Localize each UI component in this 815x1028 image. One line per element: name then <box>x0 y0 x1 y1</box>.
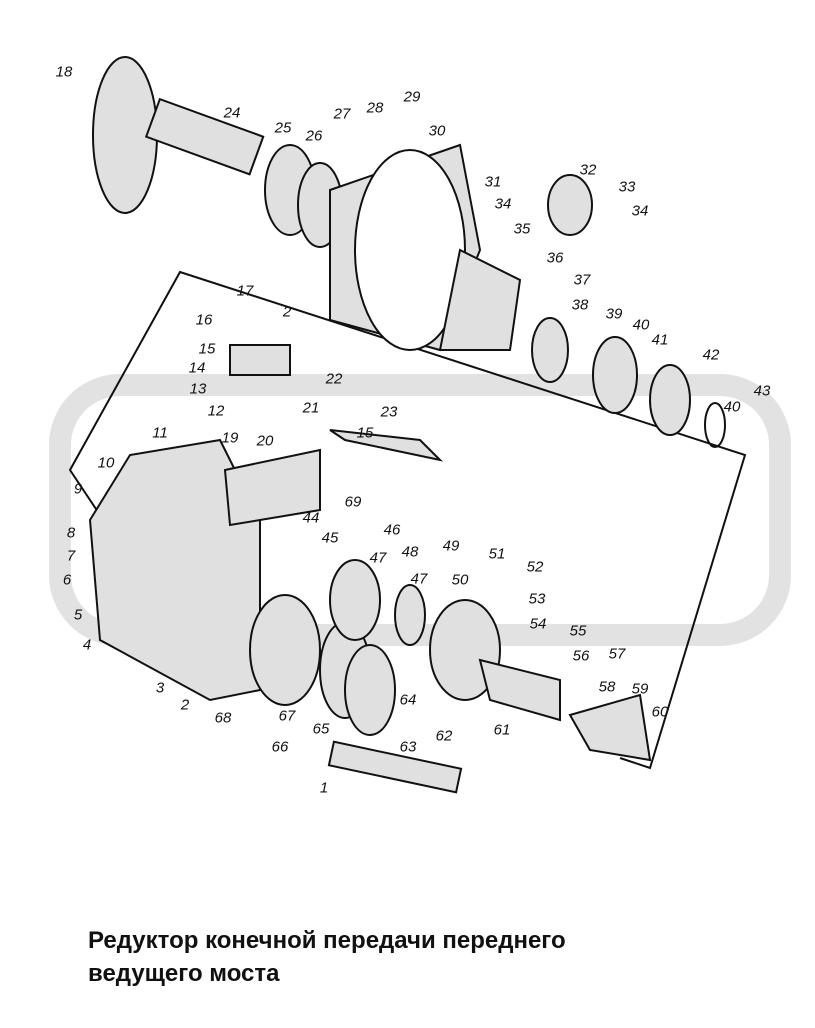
part-callout: 1 <box>319 779 329 797</box>
part-callout: 24 <box>223 104 241 122</box>
part-callout: 21 <box>302 399 320 417</box>
part-callout: 31 <box>484 173 502 191</box>
part-callout: 57 <box>608 645 626 663</box>
part-callout: 50 <box>451 571 469 589</box>
part-callout: 3 <box>155 679 165 697</box>
part-callout: 60 <box>651 703 669 721</box>
part-callout: 4 <box>82 636 92 654</box>
part-callout: 17 <box>236 282 254 300</box>
part-callout: 15 <box>356 424 374 442</box>
part-callout: 66 <box>271 738 289 756</box>
part-callout: 62 <box>435 727 453 745</box>
part-callout: 34 <box>494 195 512 213</box>
part-callout: 67 <box>278 707 296 725</box>
part-callout: 49 <box>442 537 460 555</box>
part-callout: 53 <box>528 590 546 608</box>
part-callout: 38 <box>571 296 589 314</box>
part-callout: 34 <box>631 202 649 220</box>
part-callout: 16 <box>195 311 213 329</box>
part-callout: 56 <box>572 647 590 665</box>
part-callout: 33 <box>618 178 636 196</box>
part-callout: 39 <box>605 305 623 323</box>
part-callout: 63 <box>399 738 417 756</box>
part-callout: 8 <box>66 524 76 542</box>
part-callout: 47 <box>369 549 387 567</box>
part-callout: 28 <box>366 99 384 117</box>
part-callout: 40 <box>723 398 741 416</box>
part-callout: 54 <box>529 615 547 633</box>
part-callout: 61 <box>493 721 511 739</box>
part-callout: 9 <box>73 480 83 498</box>
part-callout: 20 <box>256 432 274 450</box>
part-callout: 12 <box>207 402 225 420</box>
part-callout: 32 <box>579 161 597 179</box>
part-callout: 59 <box>631 680 649 698</box>
upper-assembly <box>92 56 726 448</box>
part-callout: 36 <box>546 249 564 267</box>
part-callout: 10 <box>97 454 115 472</box>
part-callout: 19 <box>221 429 239 447</box>
part-callout: 68 <box>214 709 232 727</box>
part-callout: 30 <box>428 122 446 140</box>
part-callout: 65 <box>312 720 330 738</box>
part-callout: 15 <box>198 340 216 358</box>
caption-line-2: ведущего моста <box>88 960 280 987</box>
part-callout: 46 <box>383 521 401 539</box>
part-callout: 11 <box>152 424 168 442</box>
part-callout: 18 <box>55 63 73 81</box>
part-callout: 13 <box>189 380 207 398</box>
part-callout: 45 <box>321 529 339 547</box>
part-callout: 58 <box>598 678 616 696</box>
part-callout: 40 <box>632 316 650 334</box>
part-callout: 5 <box>73 606 83 624</box>
part-callout: 14 <box>188 359 206 377</box>
part-callout: 43 <box>753 382 771 400</box>
part-callout: 69 <box>344 493 362 511</box>
part-callout: 64 <box>399 691 417 709</box>
part-callout: 2 <box>282 303 292 321</box>
part-callout: 44 <box>302 509 320 527</box>
part-callout: 23 <box>380 403 398 421</box>
part-callout: 47 <box>410 570 428 588</box>
part-callout: 27 <box>333 105 351 123</box>
part-callout: 2 <box>180 696 190 714</box>
part-callout: 6 <box>62 571 72 589</box>
caption-line-1: Редуктор конечной передачи переднего <box>88 927 566 954</box>
part-callout: 51 <box>488 545 506 563</box>
part-callout: 7 <box>66 547 76 565</box>
part-callout: 48 <box>401 543 419 561</box>
part-callout: 52 <box>526 558 544 576</box>
part-callout: 37 <box>573 271 591 289</box>
part-callout: 42 <box>702 346 720 364</box>
part-callout: 55 <box>569 622 587 640</box>
assembly-frame <box>68 270 747 770</box>
part-callout: 25 <box>274 119 292 137</box>
part-callout: 35 <box>513 220 531 238</box>
part-callout: 26 <box>305 127 323 145</box>
part-callout: 22 <box>325 370 343 388</box>
part-callout: 41 <box>651 331 669 349</box>
part-callout: 29 <box>403 88 421 106</box>
lower-assembly <box>88 344 652 794</box>
